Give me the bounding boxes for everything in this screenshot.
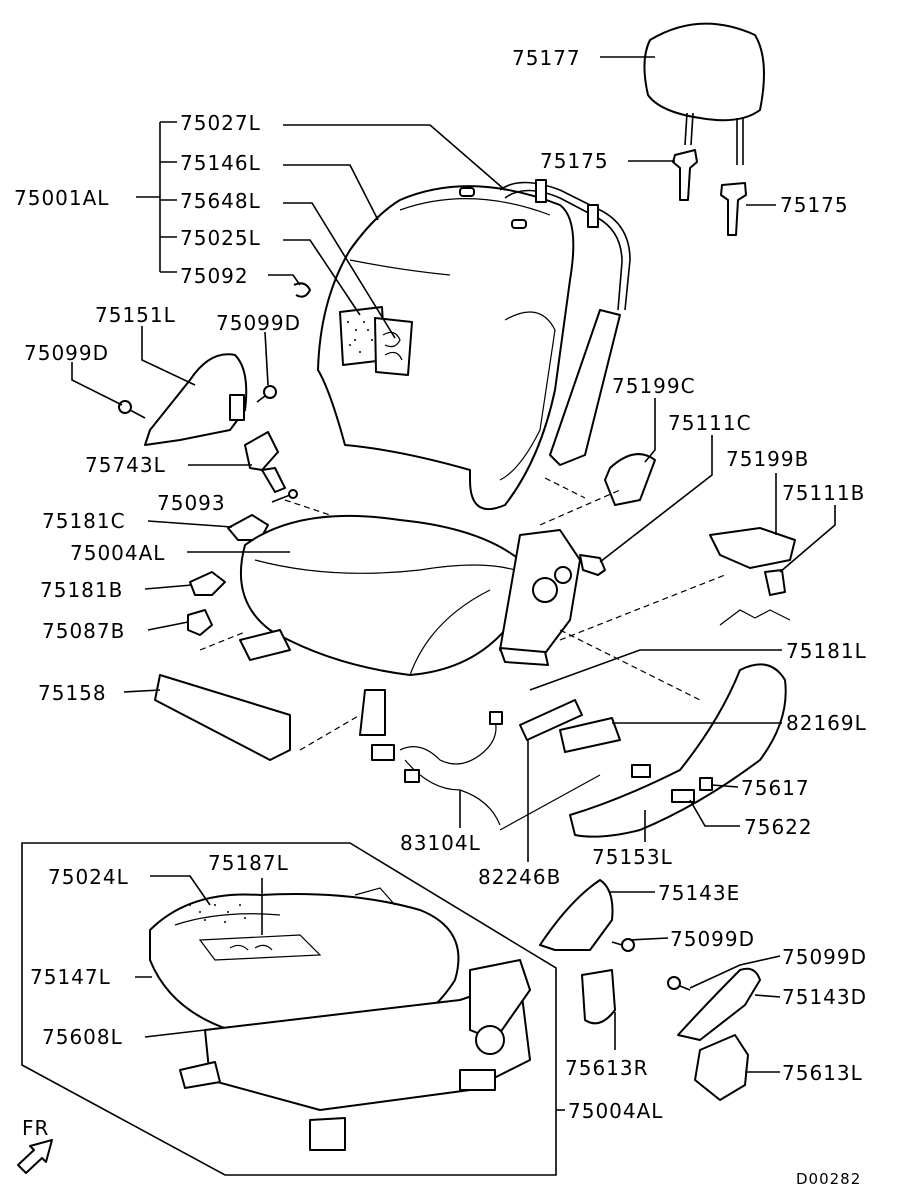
part-label-75608L: 75608L: [42, 1025, 123, 1049]
part-label-75147L: 75147L: [30, 965, 111, 989]
part-label-75153L: 75153L: [592, 845, 673, 869]
bolt-75111B-part: [764, 569, 786, 596]
part-label-75648L: 75648L: [180, 189, 261, 213]
part-label-75099D-lower-left: 75099D: [670, 927, 755, 951]
part-label-75181L: 75181L: [786, 639, 867, 663]
heater-pad-dots: [347, 321, 373, 353]
part-label-75158: 75158: [38, 681, 107, 705]
belt-buckle-part: [244, 431, 286, 493]
leader-lines: [71, 56, 836, 1111]
part-label-75004AL-lower: 75004AL: [568, 1099, 663, 1123]
dashed-line: [559, 574, 726, 641]
part-label-75622: 75622: [744, 815, 813, 839]
part-label-75143E: 75143E: [658, 881, 740, 905]
spring-75111B-part: [719, 609, 791, 626]
part-label-75025L: 75025L: [180, 226, 261, 250]
part-label-75181C: 75181C: [42, 509, 126, 533]
part-label-75177: 75177: [512, 46, 581, 70]
dashed-line: [539, 489, 621, 526]
cover-75143D-part: [677, 967, 761, 1041]
diagram-code: D00282: [796, 1170, 861, 1187]
part-label-75151L: 75151L: [95, 303, 176, 327]
part-label-75024L: 75024L: [48, 865, 129, 889]
part-label-75099D-left: 75099D: [24, 341, 109, 365]
seat-back-part: [317, 185, 575, 510]
part-label-75099D-lower-right: 75099D: [782, 945, 867, 969]
screw-part: [118, 385, 691, 991]
part-label-75087B: 75087B: [42, 619, 125, 643]
part-label-82246B: 82246B: [478, 865, 561, 889]
part-label-75181B: 75181B: [40, 578, 123, 602]
part-label-82169L: 82169L: [786, 711, 867, 735]
dashed-line: [284, 499, 331, 516]
power-switch-part: [519, 699, 621, 753]
part-label-75617: 75617: [741, 776, 810, 800]
front-direction-label: FR: [22, 1116, 49, 1140]
bolt-75111C-part: [579, 554, 606, 576]
screw-75093-part: [288, 489, 298, 499]
heater-pad-part: [339, 306, 413, 376]
front-arrow-icon: [17, 1139, 53, 1174]
side-cover-part: [144, 353, 248, 446]
part-label-75111C: 75111C: [668, 411, 752, 435]
dashed-line: [559, 629, 701, 701]
part-label-75111B: 75111B: [782, 481, 865, 505]
side-shield-part: [569, 663, 787, 838]
part-label-75613R: 75613R: [565, 1056, 649, 1080]
headrest-guide-part: [672, 149, 747, 236]
part-label-75187L: 75187L: [208, 851, 289, 875]
part-label-75099D-top: 75099D: [216, 311, 301, 335]
dashed-line: [299, 714, 361, 751]
part-label-75743L: 75743L: [85, 453, 166, 477]
headrest-part: [643, 22, 765, 165]
part-label-75004AL-upper: 75004AL: [70, 541, 165, 565]
rail-cover-part: [154, 674, 291, 761]
part-label-75175-bottom: 75175: [780, 193, 849, 217]
bracket-75199C-part: [604, 453, 656, 506]
wire-harness-part: [371, 711, 601, 831]
part-label-75001AL: 75001AL: [14, 186, 109, 210]
part-label-75146L: 75146L: [180, 151, 261, 175]
part-label-75092: 75092: [180, 264, 249, 288]
part-label-75093: 75093: [157, 491, 226, 515]
cover-75143E-part: [539, 879, 614, 951]
cover-75613R-part: [581, 969, 616, 1025]
part-label-75027L: 75027L: [180, 111, 261, 135]
part-label-75199C: 75199C: [612, 374, 696, 398]
part-label-75613L: 75613L: [782, 1061, 863, 1085]
cushion-dots: [189, 904, 246, 923]
part-label-75143D: 75143D: [782, 985, 867, 1009]
dashed-line: [199, 631, 246, 651]
lower-seat-frame-part: [179, 959, 531, 1151]
clip-75181B-part: [189, 571, 226, 596]
dashed-line: [544, 477, 586, 499]
seat-back-frame-part: [499, 179, 631, 466]
part-label-75175-top: 75175: [540, 149, 609, 173]
seat-rail-part: [239, 529, 581, 736]
bracket-75199B-part: [709, 527, 796, 569]
seat-cushion-part: [239, 514, 524, 676]
part-label-75199B: 75199B: [726, 447, 809, 471]
nut-75087B-part: [187, 609, 213, 636]
inset-border: [21, 842, 557, 1176]
part-label-83104L: 83104L: [400, 831, 481, 855]
cover-75613L-part: [694, 1034, 749, 1101]
clip-75092-part: [293, 282, 311, 298]
